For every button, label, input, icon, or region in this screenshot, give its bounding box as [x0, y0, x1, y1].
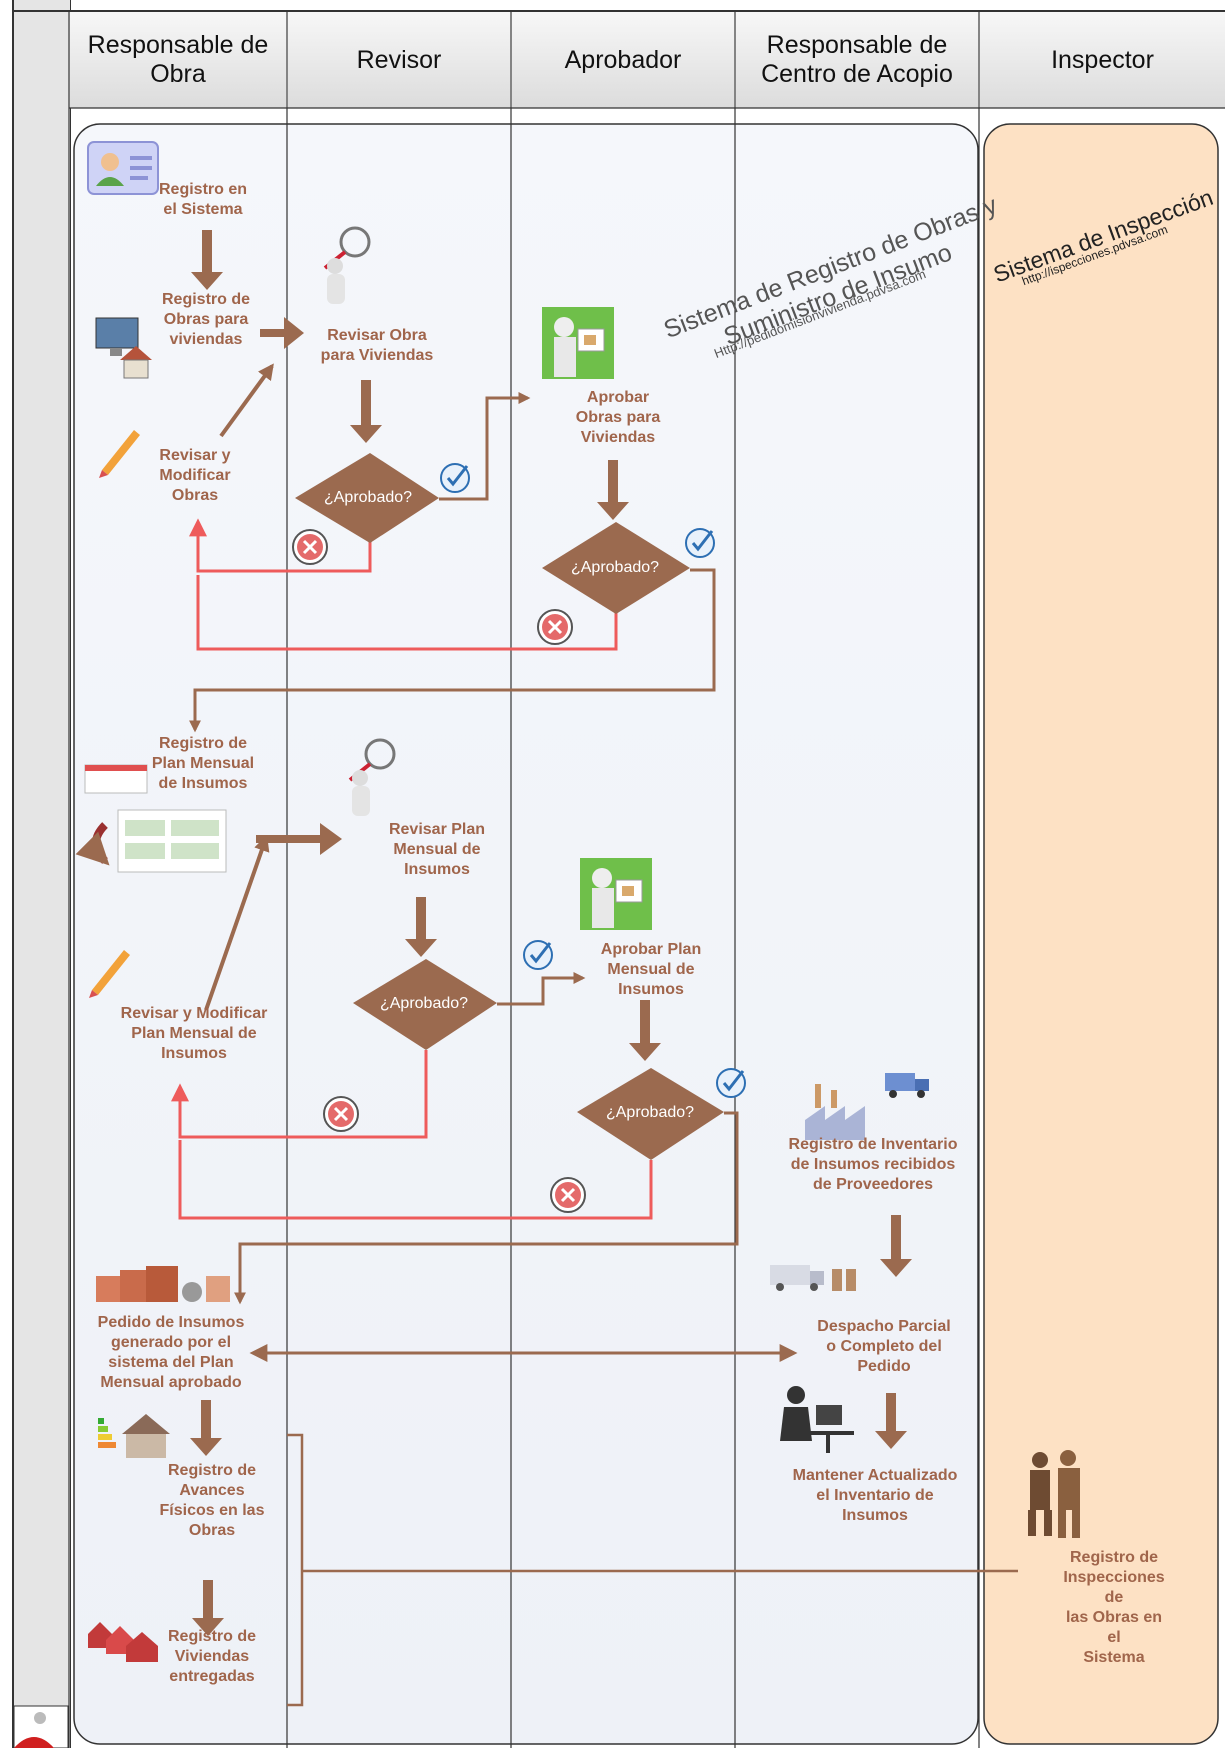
truck-icon [885, 1073, 929, 1098]
inspectors-icon [1028, 1450, 1080, 1538]
down-arrow [880, 1215, 912, 1277]
right-arrow [260, 317, 304, 349]
inspector-person-icon [348, 738, 396, 816]
down-arrow [190, 1400, 222, 1456]
worker-computer-icon [780, 1386, 854, 1453]
main-system-box [73, 123, 979, 1745]
decision-label-1: ¿Aprobado? [323, 489, 413, 506]
decision-diamond-2 [542, 522, 690, 614]
user-card-icon [87, 141, 159, 195]
top-border [12, 10, 1225, 12]
decision-label-2: ¿Aprobado? [570, 559, 660, 576]
approver-person-icon [542, 307, 614, 379]
down-arrow [192, 1580, 224, 1636]
approver-person-icon [580, 858, 652, 930]
check-icon [523, 940, 553, 970]
materials-icon [96, 1266, 230, 1302]
computer-house-icon [95, 317, 152, 379]
down-arrow [405, 897, 437, 957]
node-mantener-inventario: Mantener Actualizado el Inventario de In… [792, 1467, 958, 1524]
node-registro-avances: Registro de Avances Físicos en las Obras [159, 1462, 265, 1539]
bottom-user-icon [13, 1705, 69, 1748]
down-arrow [350, 380, 382, 443]
decision-label-4: ¿Aprobado? [605, 1104, 695, 1121]
reject-icon [292, 529, 328, 565]
reject-line [196, 575, 618, 651]
pencil-icon [89, 950, 130, 998]
approved-connector [439, 392, 531, 501]
reject-icon [537, 609, 573, 645]
decision-diamond-3 [353, 959, 497, 1050]
left-strip [12, 0, 71, 1748]
node-revisar-plan: Revisar Plan Mensual de Insumos [388, 821, 486, 878]
node-registro-viviendas: Registro de Viviendas entregadas [167, 1628, 257, 1685]
down-arrows [190, 230, 912, 1636]
reject-line [171, 1050, 428, 1139]
decision-label-3: ¿Aprobado? [379, 995, 469, 1012]
node-aprobar-obras: Aprobar Obras para Viviendas [575, 389, 661, 446]
lane-header-acopio: Responsable de Centro de Acopio [736, 12, 978, 108]
node-registro-obras: Registro de Obras para viviendas [161, 291, 251, 348]
approved-connector [189, 568, 716, 733]
check-icon [685, 528, 715, 558]
node-registro-sistema: Registro en el Sistema [158, 181, 248, 218]
decision-diamond-4 [577, 1068, 724, 1160]
down-arrow [875, 1393, 907, 1449]
down-arrow [629, 1000, 661, 1061]
right-arrow [256, 823, 342, 855]
decision-diamond-1 [295, 453, 439, 543]
node-revisar-obra: Revisar Obra para Viviendas [320, 327, 434, 364]
factory-icon [805, 1084, 865, 1140]
reject-icon [323, 1096, 359, 1132]
node-registro-plan: Registro de Plan Mensual de Insumos [151, 735, 255, 792]
red-houses-icon [88, 1622, 158, 1662]
reject-icon [550, 1177, 586, 1213]
approved-connector [234, 1111, 739, 1305]
node-revisar-modificar-plan: Revisar y Modificar Plan Mensual de Insu… [120, 1005, 268, 1062]
plan-document-icon [75, 764, 227, 873]
lane-header-obra: Responsable de Obra [70, 12, 286, 108]
diagonal-arrow [204, 834, 270, 1011]
reject-line [178, 1140, 653, 1220]
inspector-system-box [983, 123, 1219, 1745]
reject-line [189, 518, 372, 573]
lane-header-inspector: Inspector [980, 12, 1225, 108]
pencil-icon [99, 430, 140, 478]
check-icon [716, 1068, 746, 1098]
node-aprobar-plan: Aprobar Plan Mensual de Insumos [600, 941, 702, 998]
node-registro-inspecciones: Registro de Inspecciones de las Obras en… [1063, 1549, 1165, 1666]
house-energy-icon [98, 1414, 170, 1458]
lane-header-revisor: Revisor [288, 12, 510, 108]
dispatch-icon [770, 1265, 856, 1291]
node-pedido-insumos: Pedido de Insumos generado por el sistem… [97, 1314, 245, 1391]
node-despacho: Despacho Parcial o Completo del Pedido [817, 1318, 951, 1375]
diagonal-arrow [219, 363, 274, 438]
check-icon [440, 463, 470, 493]
approved-connector [497, 972, 586, 1006]
down-arrow [191, 230, 223, 290]
inspector-person-icon [323, 226, 371, 304]
lane-header-aprobador: Aprobador [512, 12, 734, 108]
node-revisar-modificar-obras: Revisar y Modificar Obras [159, 447, 231, 504]
down-arrow [597, 460, 629, 520]
node-registro-inventario: Registro de Inventario de Insumos recibi… [788, 1136, 958, 1193]
